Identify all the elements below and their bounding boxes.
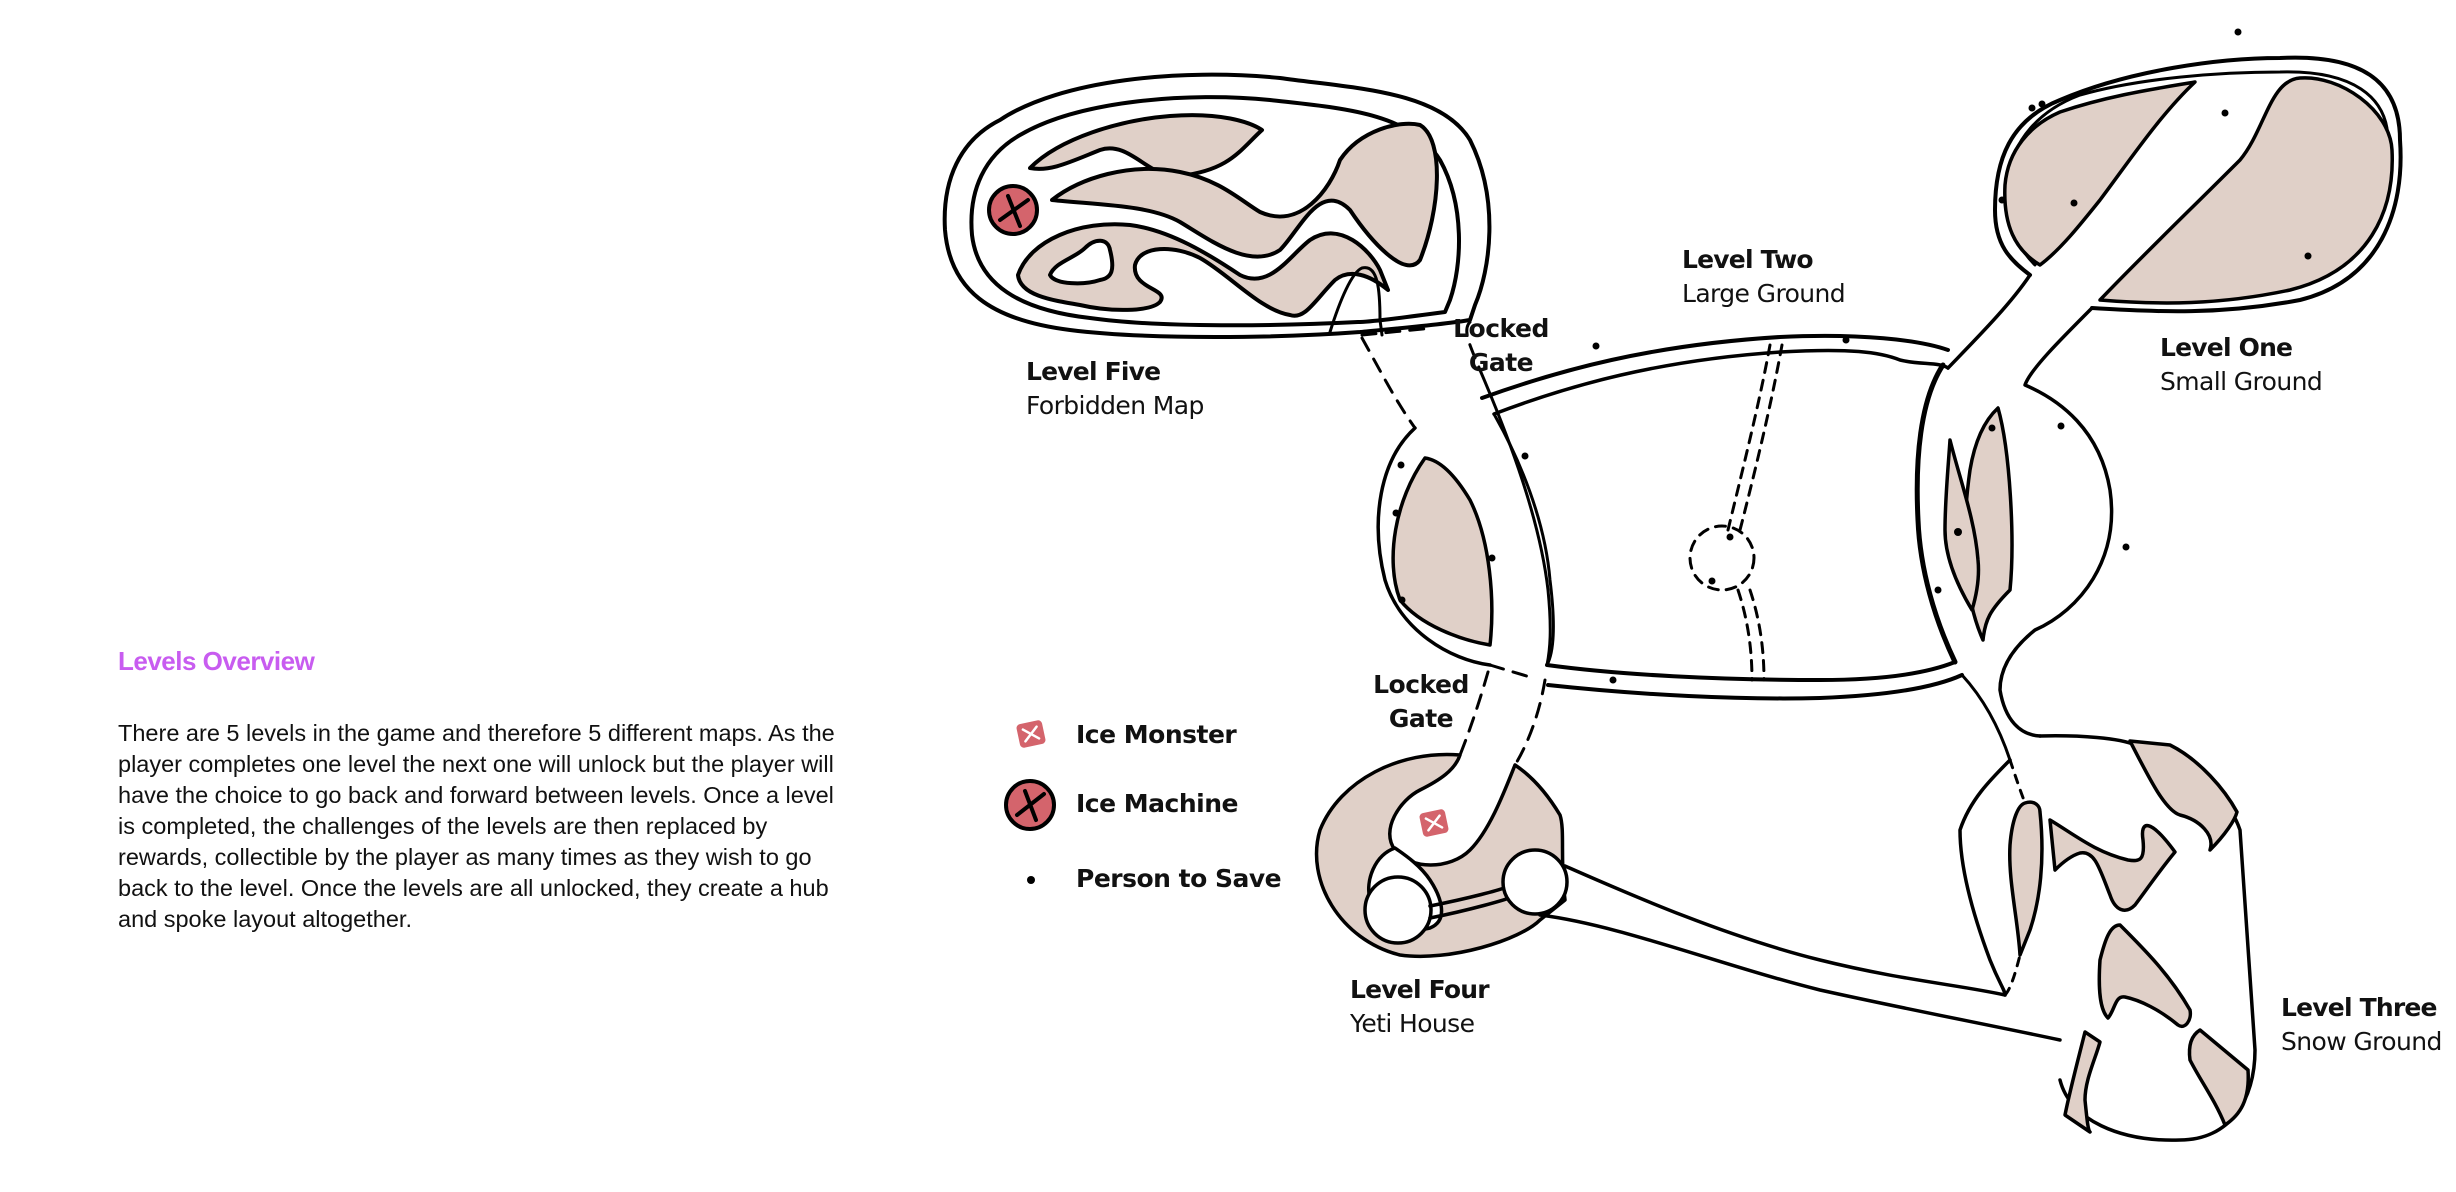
person-dot xyxy=(1726,533,1734,541)
level-four-spoke xyxy=(1538,864,2062,1042)
legend-ice-machine-label: Ice Machine xyxy=(1076,789,1238,818)
person-dot xyxy=(2122,543,2130,551)
level-five-subtitle: Forbidden Map xyxy=(1026,391,1204,420)
level-four-subtitle: Yeti House xyxy=(1350,1009,1475,1038)
locked-gate-upper-line1: Locked xyxy=(1453,314,1549,343)
locked-gate-upper-line2: Gate xyxy=(1468,348,1534,377)
person-dot xyxy=(1592,342,1600,350)
person-dot xyxy=(2038,100,2046,108)
person-dot xyxy=(2304,252,2312,260)
locked-gate-lower: Locked Gate xyxy=(1366,668,1476,736)
person-dot xyxy=(2028,104,2036,112)
person-dot xyxy=(1708,577,1716,585)
level-five-connector xyxy=(1360,320,1482,430)
level-three-map xyxy=(1958,734,2257,1142)
person-dot xyxy=(2057,422,2065,430)
level-one-subtitle: Small Ground xyxy=(2160,367,2323,396)
legend-ice-monster-icon xyxy=(1016,720,1046,748)
overview-title: Levels Overview xyxy=(118,646,315,676)
locked-gate-lower-line1: Locked xyxy=(1373,670,1469,699)
hub-right-lobe xyxy=(1943,273,2114,762)
person-dot xyxy=(2070,199,2078,207)
level-four-name: Level Four xyxy=(1350,975,1490,1004)
person-markers xyxy=(1392,28,2312,684)
person-dot xyxy=(1934,586,1942,594)
legend-person-dot-icon xyxy=(1027,876,1035,884)
level-four-map xyxy=(1314,752,1569,959)
hub-left-lobe xyxy=(1376,368,1552,667)
locked-gate-upper: Locked Gate xyxy=(1446,312,1556,380)
level-two-name: Level Two xyxy=(1682,245,1814,274)
locked-gate-lower-line2: Gate xyxy=(1388,704,1454,733)
ice-machine-marker xyxy=(987,184,1039,236)
person-dot xyxy=(2221,109,2229,117)
person-dot xyxy=(1998,196,2006,204)
legend-ice-machine-icon xyxy=(1004,779,1056,831)
person-dot xyxy=(2234,28,2242,36)
level-two-map xyxy=(1480,333,1964,701)
person-dot xyxy=(1842,336,1850,344)
overview-description: There are 5 levels in the game and there… xyxy=(118,720,835,932)
level-one-name: Level One xyxy=(2160,333,2293,362)
legend-ice-monster-label: Ice Monster xyxy=(1076,720,1237,749)
level-three-subtitle: Snow Ground xyxy=(2281,1027,2442,1056)
level-two-subtitle: Large Ground xyxy=(1682,279,1846,308)
person-dot xyxy=(1609,676,1617,684)
lower-gate-connector xyxy=(1458,663,1547,767)
person-dot xyxy=(1392,509,1400,517)
person-dot xyxy=(1954,528,1962,536)
person-dot xyxy=(1397,461,1405,469)
person-dot xyxy=(1488,554,1496,562)
level-one-map xyxy=(1993,55,2403,314)
level-five-map xyxy=(942,72,1492,339)
person-dot xyxy=(1521,452,1529,460)
level-five-name: Level Five xyxy=(1026,357,1161,386)
person-dot xyxy=(1398,596,1406,604)
person-dot xyxy=(1988,424,1996,432)
ice-monster-marker xyxy=(1419,809,1449,837)
level-three-name: Level Three xyxy=(2281,993,2438,1022)
legend-person-label: Person to Save xyxy=(1076,864,1282,893)
